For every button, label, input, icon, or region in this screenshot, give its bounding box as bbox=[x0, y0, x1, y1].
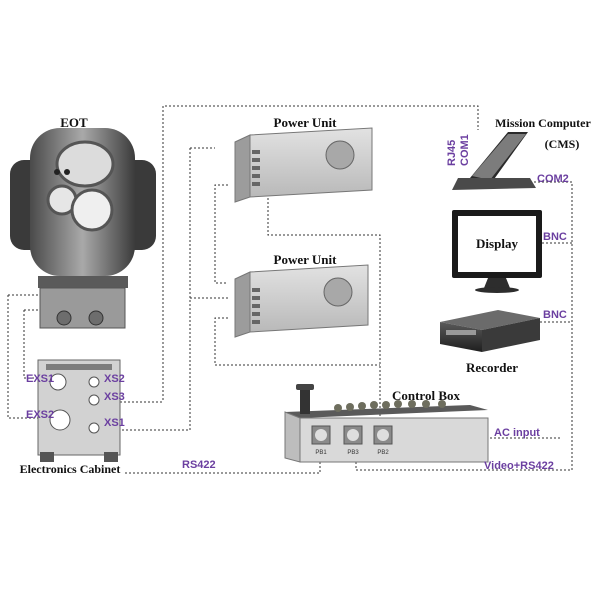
recorder-unit bbox=[440, 310, 540, 352]
eot-gimbal bbox=[10, 128, 156, 329]
eot-label: EOT bbox=[60, 115, 88, 130]
port-exs1: EXS1 bbox=[26, 373, 54, 385]
port-xs2: XS2 bbox=[104, 373, 125, 385]
power-unit-bottom bbox=[234, 264, 369, 338]
control-box bbox=[284, 384, 489, 463]
panel-pb2: PB2 bbox=[377, 450, 389, 456]
port-bnc-display: BNC bbox=[543, 231, 567, 243]
port-com2: COM2 bbox=[537, 173, 569, 185]
display-monitor bbox=[452, 210, 542, 293]
port-ac-input: AC input bbox=[494, 427, 540, 439]
power-unit-top bbox=[234, 127, 373, 203]
port-exs2: EXS2 bbox=[26, 409, 54, 421]
control-box-label: Control Box bbox=[392, 388, 461, 403]
cms-label: (CMS) bbox=[545, 137, 580, 151]
power-unit-bottom-label: Power Unit bbox=[274, 252, 338, 267]
electronics-cabinet-label: Electronics Cabinet bbox=[20, 462, 121, 476]
electronics-cabinet bbox=[37, 359, 121, 462]
power-unit-top-label: Power Unit bbox=[274, 115, 338, 130]
mission-computer-label: Mission Computer bbox=[495, 116, 591, 130]
port-rs422: RS422 bbox=[182, 459, 216, 471]
panel-pb3: PB3 bbox=[347, 450, 359, 456]
port-com1: COM1 bbox=[459, 134, 471, 166]
display-label: Display bbox=[476, 236, 518, 251]
port-bnc-recorder: BNC bbox=[543, 309, 567, 321]
port-video-rs422: Video+RS422 bbox=[484, 460, 554, 472]
laptop bbox=[452, 132, 536, 190]
port-xs3: XS3 bbox=[104, 391, 125, 403]
recorder-label: Recorder bbox=[466, 360, 518, 375]
port-rj45: RJ45 bbox=[446, 140, 458, 166]
port-xs1: XS1 bbox=[104, 417, 125, 429]
panel-pb1: PB1 bbox=[315, 450, 327, 456]
